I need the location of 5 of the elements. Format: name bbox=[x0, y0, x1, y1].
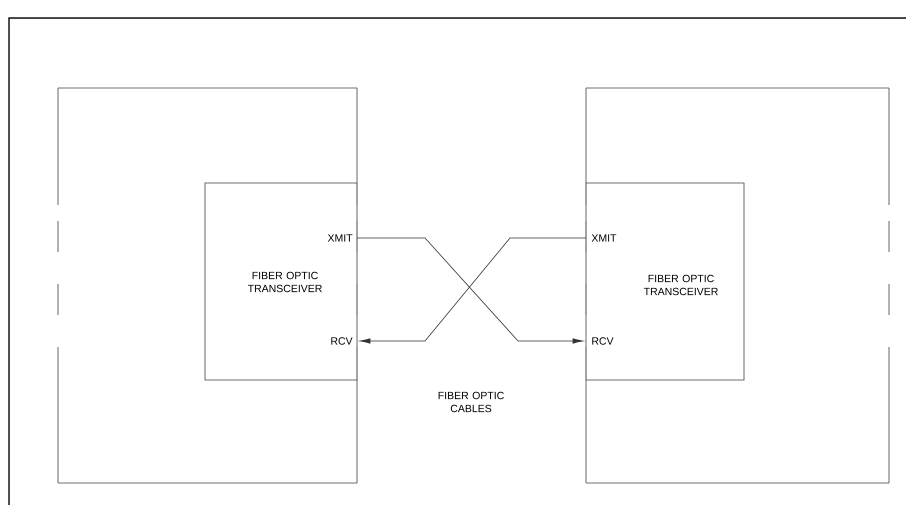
unit-box bbox=[58, 88, 358, 484]
cable-label: FIBER OPTIC CABLES bbox=[438, 392, 504, 412]
transceiver-box: XMIT RCV FIBER OPTIC TRANSCEIVER bbox=[586, 182, 744, 380]
unit-box bbox=[586, 88, 890, 484]
transceiver-box: XMIT RCV FIBER OPTIC TRANSCEIVER bbox=[204, 182, 358, 380]
